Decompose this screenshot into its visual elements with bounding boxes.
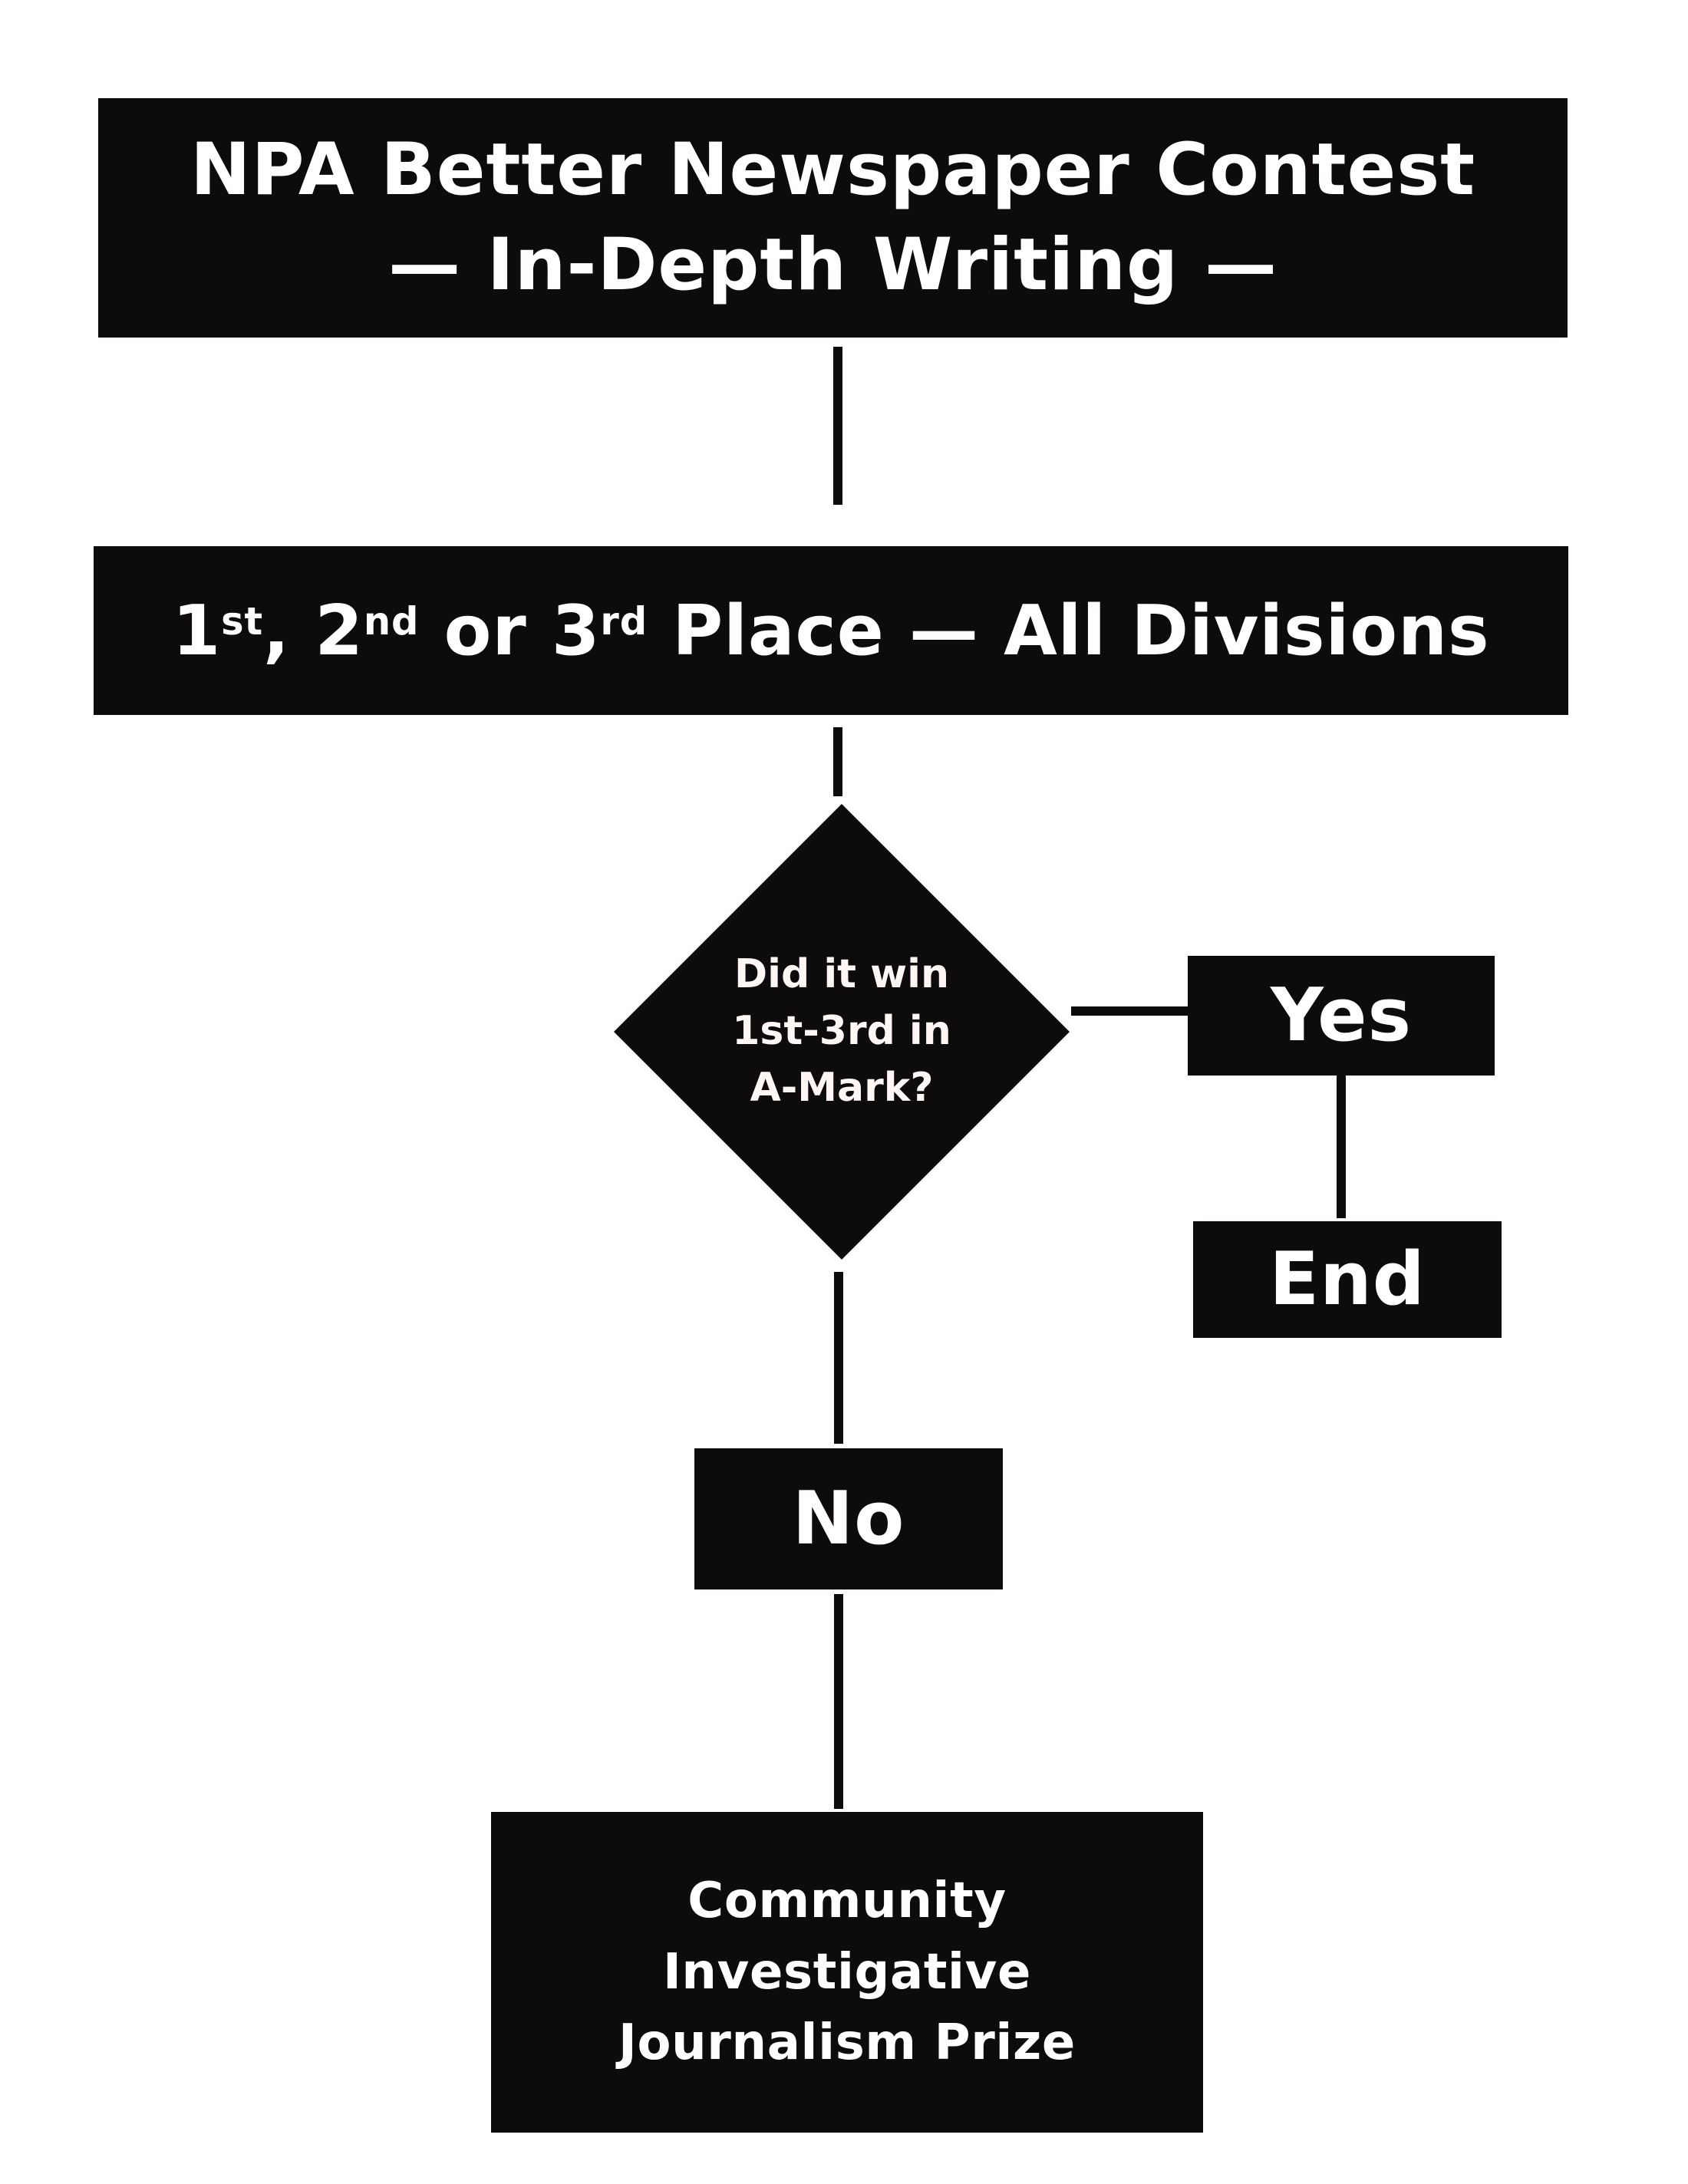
decision-diamond-text: Did it win 1st-3rd in A-Mark? bbox=[642, 917, 1041, 1147]
end-box: End bbox=[1193, 1221, 1502, 1338]
title-line-1: NPA Better Newspaper Contest bbox=[190, 127, 1475, 212]
division-sep-1: , bbox=[263, 590, 315, 671]
division-box: 1st, 2nd or 3rd Place — All Divisions bbox=[94, 546, 1568, 715]
division-num-3: 3 bbox=[551, 590, 601, 671]
prize-line-1: Community bbox=[687, 1872, 1007, 1929]
diamond-line-1: Did it win bbox=[734, 951, 949, 998]
division-line: 1st, 2nd or 3rd Place — All Divisions bbox=[173, 591, 1490, 671]
title-line-2: — In-Depth Writing — bbox=[388, 223, 1278, 307]
division-ordinal-2: nd bbox=[363, 598, 420, 644]
division-num-1: 1 bbox=[172, 590, 222, 671]
connector-title-to-division bbox=[833, 347, 842, 505]
connector-diamond-to-yes bbox=[1071, 1006, 1188, 1016]
prize-line-3: Journalism Prize bbox=[618, 2014, 1076, 2072]
division-num-2: 2 bbox=[315, 590, 364, 671]
title-box: NPA Better Newspaper Contest — In-Depth … bbox=[98, 98, 1568, 338]
diamond-line-2: 1st-3rd in bbox=[732, 1008, 951, 1055]
division-rest: Place — All Divisions bbox=[648, 590, 1490, 671]
yes-box: Yes bbox=[1188, 956, 1495, 1076]
division-ordinal-1: st bbox=[221, 598, 264, 644]
division-sep-2: or bbox=[419, 590, 552, 671]
connector-diamond-to-no bbox=[834, 1272, 843, 1444]
division-ordinal-3: rd bbox=[600, 598, 648, 644]
yes-label: Yes bbox=[1271, 973, 1412, 1058]
prize-box: Community Investigative Journalism Prize bbox=[491, 1812, 1203, 2133]
connector-division-to-diamond bbox=[833, 727, 842, 796]
end-label: End bbox=[1269, 1237, 1426, 1322]
connector-yes-to-end bbox=[1337, 1076, 1346, 1218]
connector-no-to-prize bbox=[834, 1594, 843, 1809]
no-box: No bbox=[694, 1448, 1003, 1589]
no-label: No bbox=[792, 1477, 905, 1561]
prize-line-2: Investigative bbox=[662, 1943, 1032, 2001]
diamond-line-3: A-Mark? bbox=[750, 1064, 934, 1111]
